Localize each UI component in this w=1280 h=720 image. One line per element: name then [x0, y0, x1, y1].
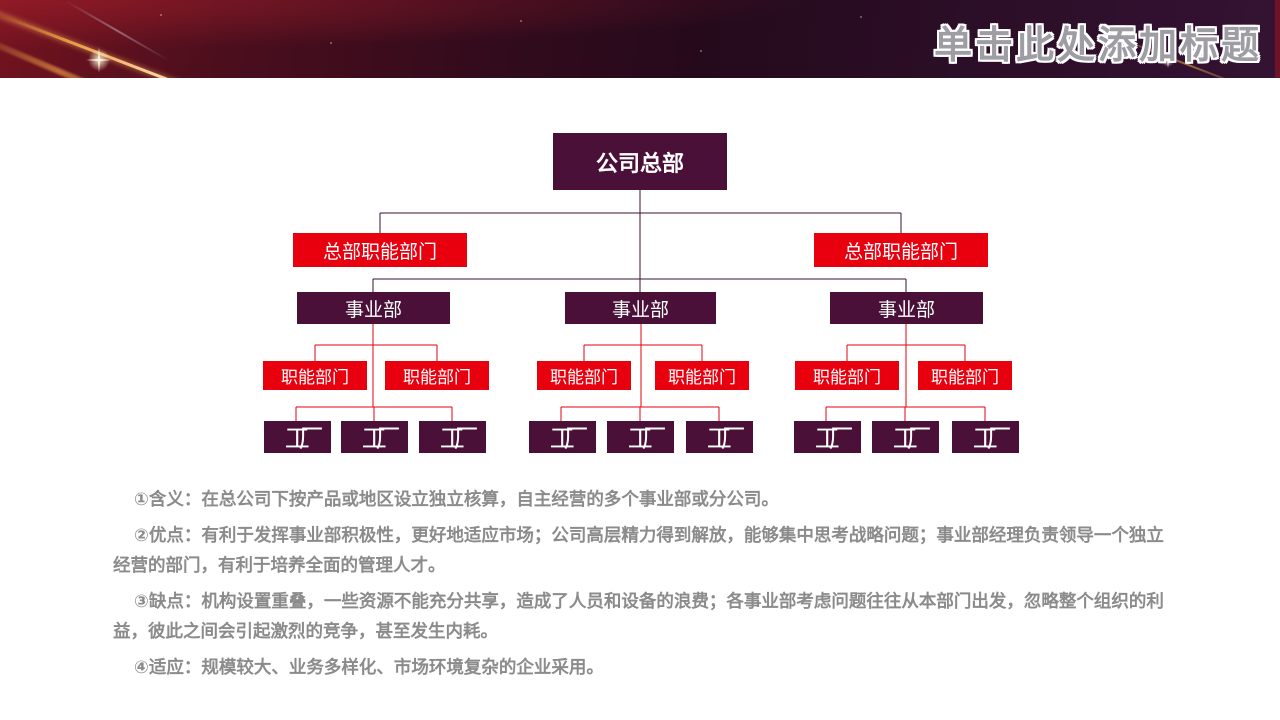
- note-advantages: ②优点：有利于发挥事业部积极性，更好地适应市场；公司高层精力得到解放，能够集中思…: [113, 525, 1164, 575]
- notes-section: ①含义：在总公司下按产品或地区设立独立核算，自主经营的多个事业部或分公司。 ②优…: [113, 484, 1176, 688]
- org-node-factory: 工厂: [341, 421, 408, 453]
- org-node-division: 事业部: [565, 292, 716, 324]
- org-node-hq-department: 总部职能部门: [814, 233, 988, 267]
- org-node-hq-department: 总部职能部门: [293, 233, 467, 267]
- org-node-factory: 工厂: [952, 421, 1019, 453]
- slide-title-placeholder[interactable]: 单击此处添加标题: [933, 25, 1262, 67]
- org-node-department: 职能部门: [263, 361, 367, 390]
- org-node-factory: 工厂: [686, 421, 753, 453]
- star-dot: [330, 42, 332, 44]
- org-node-factory: 工厂: [419, 421, 486, 453]
- note-disadvantages: ③缺点：机构设置重叠，一些资源不能充分共享，造成了人员和设备的浪费；各事业部考虑…: [113, 591, 1164, 641]
- org-chart-connectors: [295, 190, 986, 421]
- star-sparkle-icon: [86, 47, 112, 73]
- star-sparkle-icon: [1160, 52, 1176, 68]
- org-node-factory: 工厂: [794, 421, 861, 453]
- star-dot: [700, 50, 702, 52]
- title-banner: 单击此处添加标题: [0, 0, 1280, 78]
- org-node-department: 职能部门: [537, 361, 631, 390]
- star-dot: [860, 16, 862, 18]
- star-dot: [160, 14, 162, 16]
- org-node-factory: 工厂: [264, 421, 331, 453]
- note-meaning: ①含义：在总公司下按产品或地区设立独立核算，自主经营的多个事业部或分公司。: [134, 489, 779, 509]
- star-dot: [1250, 34, 1252, 36]
- org-node-factory: 工厂: [607, 421, 674, 453]
- org-node-factory: 工厂: [872, 421, 939, 453]
- note-application: ④适应：规模较大、业务多样化、市场环境复杂的企业采用。: [134, 657, 604, 677]
- org-node-department: 职能部门: [655, 361, 749, 390]
- star-dot: [520, 20, 522, 22]
- org-chart: 公司总部 总部职能部门 总部职能部门 事业部 事业部 事业部 职能部门 职能部门…: [263, 133, 1019, 453]
- org-node-department: 职能部门: [385, 361, 489, 390]
- banner-right-edge: [1275, 0, 1280, 78]
- org-node-division: 事业部: [830, 292, 983, 324]
- org-node-department: 职能部门: [795, 361, 899, 390]
- org-node-department: 职能部门: [918, 361, 1012, 390]
- org-node-division: 事业部: [297, 292, 450, 324]
- org-node-headquarters: 公司总部: [553, 133, 727, 190]
- org-node-factory: 工厂: [529, 421, 596, 453]
